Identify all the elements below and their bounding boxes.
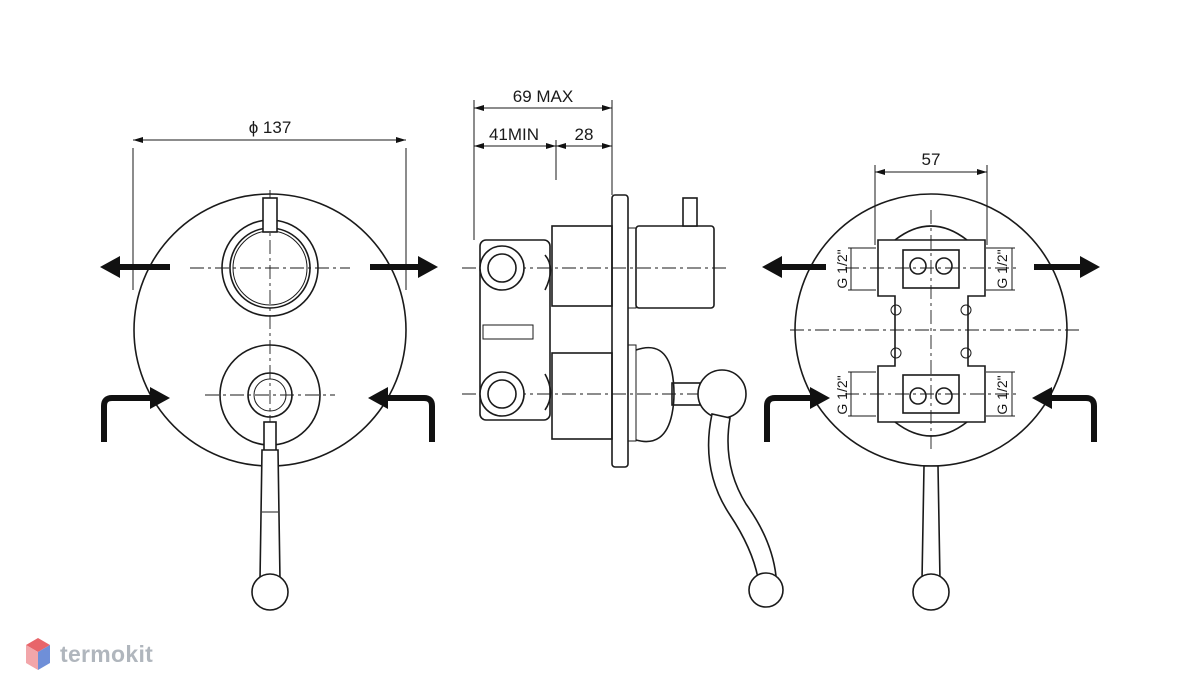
diverter-knob-side: [635, 225, 715, 309]
brand-name: termokit: [60, 640, 154, 667]
body-contour: [544, 254, 552, 411]
thread-bracket-br: [986, 371, 1015, 417]
mount-hole-1: [890, 304, 902, 316]
inlet-arrowhead-right: [368, 387, 388, 409]
inlet-arrow-left: [101, 395, 152, 442]
inlet-block-top: [902, 249, 960, 289]
thread-bracket-tr: [986, 247, 1015, 291]
housing-arc-bottom: [894, 421, 968, 437]
inlet-top-outer: [479, 245, 525, 291]
inlet-port-tr: [935, 257, 953, 275]
dim-spacing-label: 57: [922, 150, 941, 169]
thread-label-bl: G 1/2": [834, 375, 850, 414]
inlet-arrowhead-left: [150, 387, 170, 409]
inlet-port-bl: [909, 387, 927, 405]
back-arrowhead-left: [762, 256, 782, 278]
mixer-hub-outer: [247, 372, 293, 418]
back-handle-ball: [912, 573, 950, 611]
mount-hole-3: [890, 347, 902, 359]
mixer-stem: [263, 421, 277, 453]
mount-hole-4: [960, 347, 972, 359]
inlet-bottom-outer: [479, 371, 525, 417]
dim-offset-label: 28: [575, 125, 594, 144]
mixer-hub-inner: [253, 378, 287, 412]
back-inlet-arrowhead-left: [810, 387, 830, 409]
mixer-dome-side: [635, 346, 675, 443]
thread-label-tr: G 1/2": [994, 249, 1010, 288]
thread-label-br: G 1/2": [994, 375, 1010, 414]
inlet-block-bottom: [902, 374, 960, 414]
housing-arc-top: [894, 225, 968, 241]
cartridge-housing-top: [551, 225, 613, 307]
back-handle: [921, 465, 941, 581]
diverter-lever: [262, 197, 278, 233]
back-view: 57 G 1/2" G 1/2" G 1/2" G 1/2": [762, 150, 1100, 611]
inlet-arrow-right: [386, 395, 435, 442]
plate-boss-bottom: [627, 344, 637, 442]
mount-hole-2: [960, 304, 972, 316]
termokit-logo-icon: [26, 638, 50, 670]
back-inlet-arrow-left: [764, 395, 812, 442]
back-arrowhead-right: [1080, 256, 1100, 278]
handle-ball: [251, 573, 289, 611]
thread-bracket-bl: [848, 371, 876, 417]
cartridge-housing-bottom: [551, 352, 613, 440]
valve-body: [479, 239, 551, 421]
inlet-bottom-inner: [487, 379, 517, 409]
mixer-handle: [259, 449, 281, 581]
arrowhead-right: [418, 256, 438, 278]
back-inlet-arrowhead-right: [1032, 387, 1052, 409]
body-slot: [482, 324, 534, 340]
back-inlet-arrow-right: [1050, 395, 1097, 442]
brand-watermark: termokit: [24, 636, 153, 672]
wall-plate-side: [611, 194, 629, 468]
valve-body-back: [877, 239, 986, 423]
inlet-port-tl: [909, 257, 927, 275]
dim-min-label: 41MIN: [489, 125, 539, 144]
mixer-joint-side: [697, 369, 747, 419]
inlet-top-inner: [487, 253, 517, 283]
thread-label-tl: G 1/2": [834, 249, 850, 288]
inlet-port-br: [935, 387, 953, 405]
dim-max-label: 69 MAX: [513, 87, 573, 106]
arrowhead-left: [100, 256, 120, 278]
handle-ball-side: [748, 572, 784, 608]
side-view: 69 MAX 41MIN 28: [462, 87, 784, 608]
dim-diameter-label: ϕ 137: [249, 118, 292, 137]
thread-bracket-tl: [848, 247, 876, 291]
diverter-lever-side: [682, 197, 698, 227]
front-view: ϕ 137: [100, 118, 438, 611]
